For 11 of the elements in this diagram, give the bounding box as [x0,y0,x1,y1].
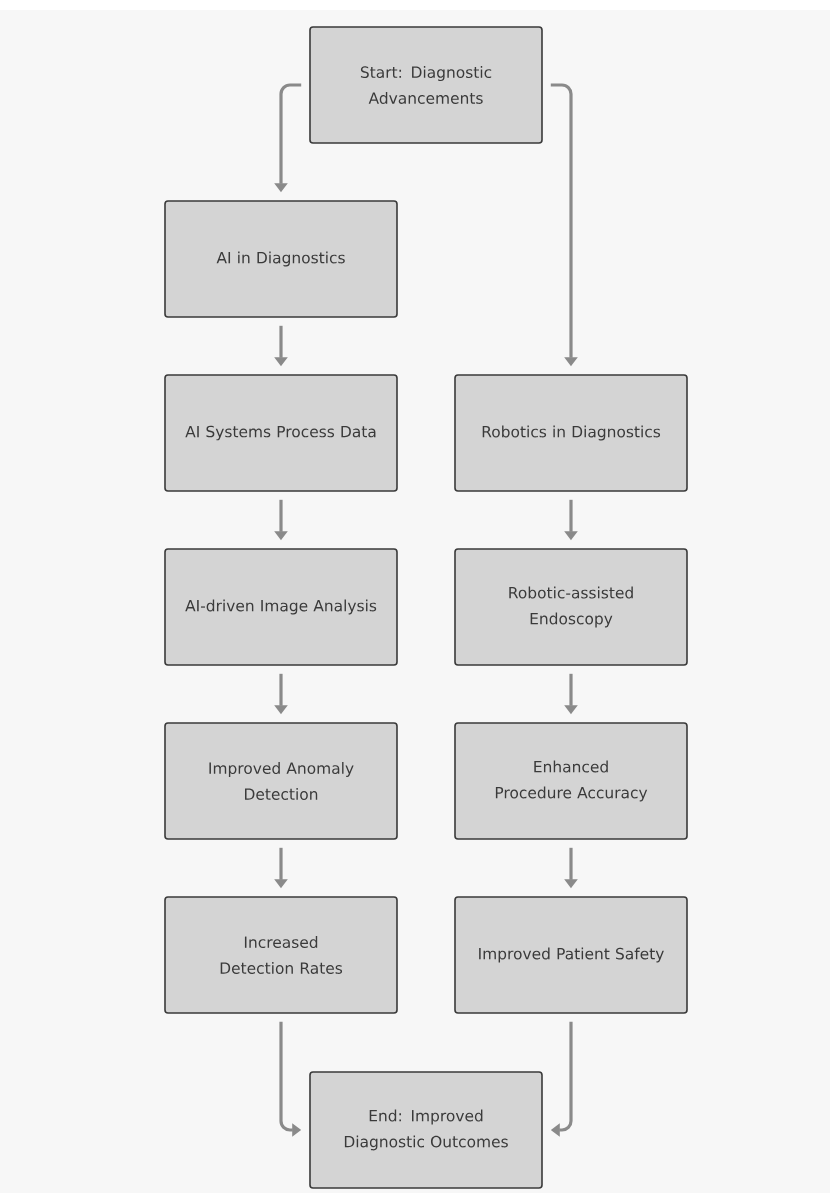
process-box: AI Systems Process Data [164,374,398,492]
process-box: AI in Diagnostics [164,200,398,318]
process-box: Robotic-assisted Endoscopy [454,548,688,666]
process-box: Improved Patient Safety [454,896,688,1014]
end-box: End: Improved Diagnostic Outcomes [309,1071,543,1189]
process-box: Increased Detection Rates [164,896,398,1014]
process-box: AI-driven Image Analysis [164,548,398,666]
process-box: Improved Anomaly Detection [164,722,398,840]
process-box: Enhanced Procedure Accuracy [454,722,688,840]
process-box: Robotics in Diagnostics [454,374,688,492]
start-box: Start: Diagnostic Advancements [309,26,543,144]
